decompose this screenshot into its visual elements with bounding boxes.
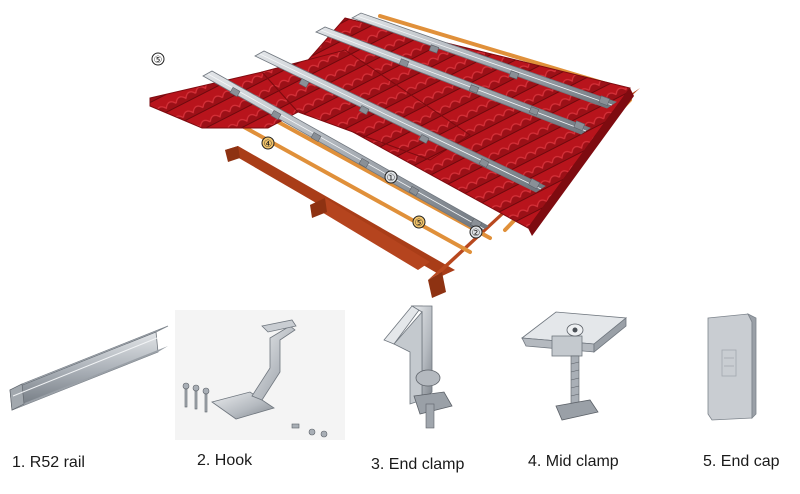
clamp xyxy=(310,131,322,143)
callout-rail-mid: ① xyxy=(384,170,398,184)
end-clamp-icon xyxy=(383,305,453,429)
caption-r52-rail: 1. R52 rail xyxy=(12,454,85,471)
caption-end-cap: 5. End cap xyxy=(703,453,780,470)
rafter-end xyxy=(225,146,240,162)
clamp xyxy=(428,44,440,54)
rail-icon xyxy=(9,325,169,411)
rafter xyxy=(310,198,430,270)
callouts: ⑤ ④ ① ⑤ ② xyxy=(151,52,483,239)
end-cap-icon xyxy=(707,313,757,421)
tile-field-front-edge xyxy=(528,88,634,236)
clamp xyxy=(358,105,370,115)
callout-front-right: ② xyxy=(469,225,483,239)
rail xyxy=(351,12,617,109)
rail xyxy=(315,26,591,135)
svg-text:⑤: ⑤ xyxy=(154,55,163,66)
caption-mid-clamp: 4. Mid clamp xyxy=(528,453,619,470)
clamp xyxy=(358,157,370,169)
clamp xyxy=(528,106,540,116)
clamp xyxy=(298,78,310,88)
callout-front-bottom: ⑤ xyxy=(412,215,426,229)
clamp xyxy=(229,86,241,98)
clamp xyxy=(573,120,586,131)
clamp xyxy=(418,134,430,144)
rafter-front xyxy=(428,272,446,298)
clamp xyxy=(478,158,490,168)
clamp xyxy=(508,70,520,80)
svg-text:⑤: ⑤ xyxy=(415,218,424,229)
clamps xyxy=(229,44,611,230)
svg-text:②: ② xyxy=(472,228,481,239)
clamp xyxy=(468,84,480,94)
mid-clamp-thread xyxy=(570,355,580,407)
svg-text:①: ① xyxy=(387,173,396,184)
bolts xyxy=(182,382,328,438)
rafter-end xyxy=(310,198,327,218)
rail xyxy=(254,50,546,193)
clamp xyxy=(270,109,282,121)
caption-hook: 2. Hook xyxy=(197,452,253,469)
callout-rail-front-left: ④ xyxy=(261,136,275,150)
rails xyxy=(202,12,617,233)
clamp xyxy=(398,58,410,68)
callout-top-left: ⑤ xyxy=(151,52,165,66)
caption-end-clamp: 3. End clamp xyxy=(371,456,465,473)
hook-icon xyxy=(175,310,345,440)
clamp xyxy=(528,178,541,190)
mid-clamp-icon xyxy=(520,311,628,421)
svg-text:④: ④ xyxy=(264,139,273,150)
clamp xyxy=(408,185,420,197)
clamp xyxy=(598,95,611,106)
